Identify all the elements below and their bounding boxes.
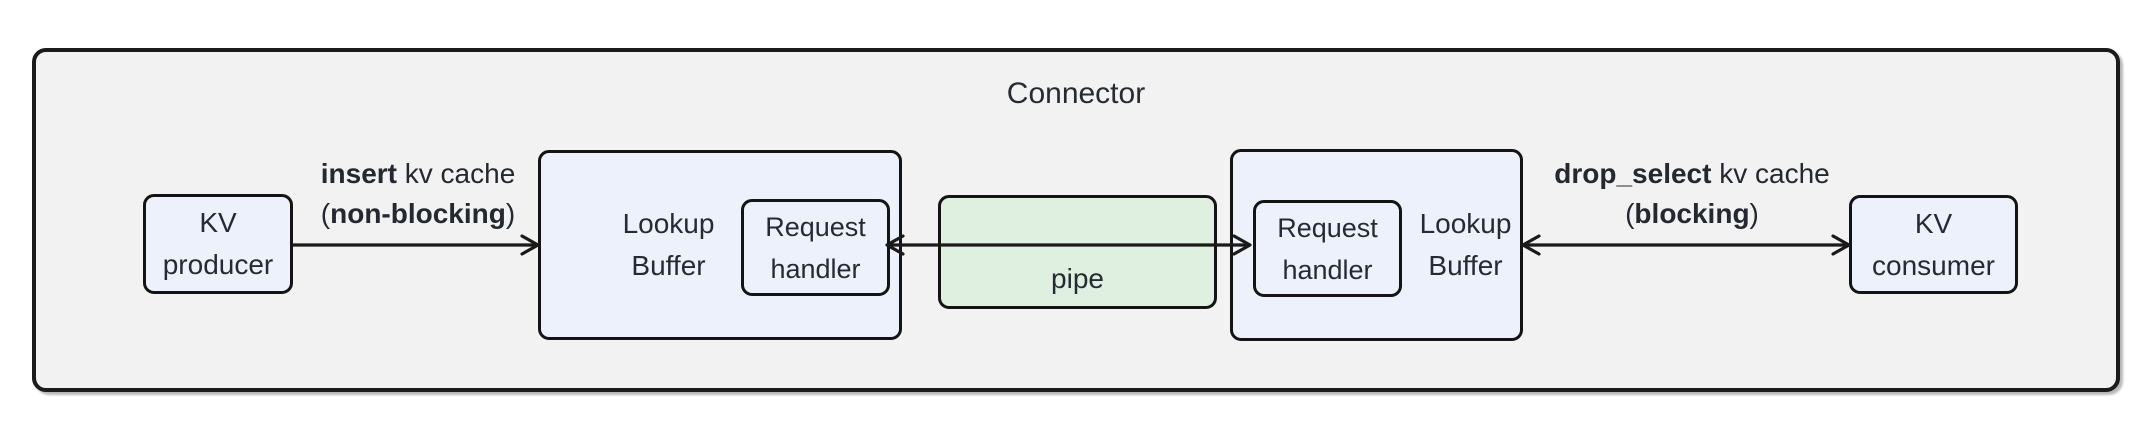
request-handler-left-node: Request handler — [741, 199, 890, 296]
request-handler-right-node: Request handler — [1253, 200, 1402, 297]
drop-select-paren-open: ( — [1625, 198, 1635, 229]
insert-paren-open: ( — [320, 198, 331, 229]
lookup-buffer-right-node: Request handler Lookup Buffer — [1230, 149, 1523, 341]
drop-select-edge-label-line1: drop_select kv cache — [1554, 154, 1829, 194]
drop-select-rest: kv cache — [1711, 158, 1830, 189]
insert-edge-label-line2: (non-blocking) — [321, 194, 516, 234]
drop-select-edge-label-line2: (blocking) — [1554, 194, 1829, 234]
insert-rest: kv cache — [396, 158, 516, 189]
pipe-label: pipe — [1051, 263, 1104, 294]
kv-producer-node: KV producer — [143, 194, 293, 294]
connector-title: Connector — [1006, 77, 1146, 110]
insert-edge-label: insert kv cache (non-blocking) — [321, 154, 516, 234]
lookup-buffer-left-node: Lookup Buffer Request handler — [538, 150, 902, 340]
pipe-node: pipe — [938, 195, 1217, 309]
insert-verb: insert — [320, 158, 397, 189]
insert-mode: non-blocking — [330, 198, 506, 229]
kv-consumer-node: KV consumer — [1849, 195, 2018, 294]
lookup-buffer-right-label: Lookup Buffer — [1419, 208, 1512, 281]
drop-select-edge-label: drop_select kv cache (blocking) — [1554, 154, 1829, 234]
insert-paren-close: ) — [505, 198, 516, 229]
drop-select-paren-close: ) — [1749, 198, 1759, 229]
drop-select-verb: drop_select — [1554, 158, 1712, 189]
lookup-buffer-left-label: Lookup Buffer — [622, 208, 715, 281]
insert-edge-label-line1: insert kv cache — [321, 154, 516, 194]
drop-select-mode: blocking — [1634, 198, 1750, 229]
